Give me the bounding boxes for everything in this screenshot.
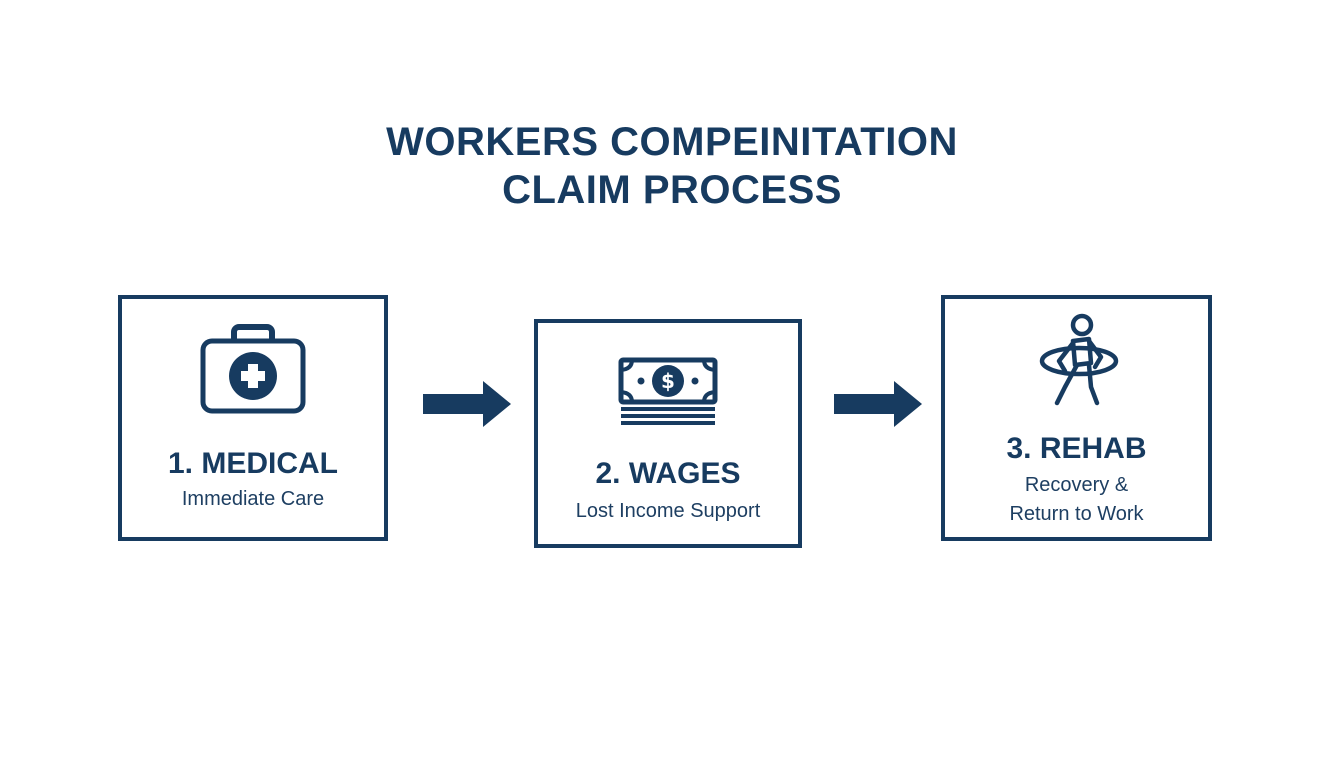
title-line-1: WORKERS COMPEINITATION [386, 120, 958, 164]
step-rehab-box: 3. REHAB Recovery & Return to Work [941, 295, 1212, 541]
svg-text:$: $ [661, 369, 675, 393]
step-wages-name: 2. WAGES [595, 457, 741, 490]
first-aid-kit-icon [200, 324, 306, 414]
person-rehab-icon [1039, 313, 1118, 406]
diagram-title: WORKERS COMPEINITATION CLAIM PROCESS [0, 118, 1344, 214]
arrow-right-icon [834, 381, 922, 427]
step-rehab-name: 3. REHAB [1006, 432, 1147, 465]
step-wages-description: Lost Income Support [575, 500, 761, 522]
title-line-2: CLAIM PROCESS [502, 168, 842, 212]
arrow-right-icon [423, 381, 511, 427]
dollar-bill-icon: $ [618, 357, 718, 425]
step-medical-description: Immediate Care [181, 488, 325, 510]
step-rehab-description-line-1: Recovery & [1024, 474, 1129, 496]
step-wages-box: $ 2. WAGES Lost Income Support [534, 319, 802, 548]
step-medical-name: 1. MEDICAL [167, 447, 338, 480]
step-medical-box: 1. MEDICAL Immediate Care [118, 295, 388, 541]
step-rehab-description-line-2: Return to Work [1009, 503, 1144, 525]
